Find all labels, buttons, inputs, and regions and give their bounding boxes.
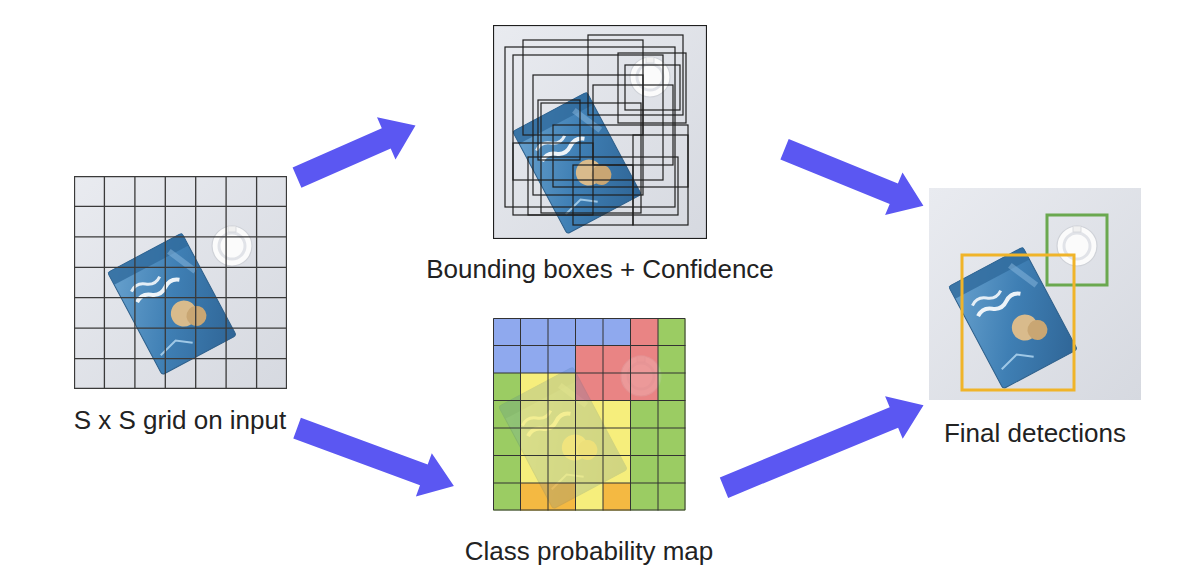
image-panel: Bounding boxes + Confidence — [421, 25, 779, 288]
caption-row: Class probability map — [460, 536, 719, 566]
panel-caption: Bounding boxes + Confidence — [426, 254, 774, 284]
panel-caption: Final detections — [944, 418, 1126, 448]
caption-row: Final detections — [929, 418, 1141, 448]
caption-row: Bounding boxes + Confidence — [421, 254, 779, 284]
flow-arrow — [780, 139, 923, 215]
grid-input-image — [74, 176, 287, 389]
image-panel: Class probability map — [460, 318, 719, 570]
flow-arrow — [293, 418, 454, 497]
caption-row: S x S grid on input — [69, 405, 292, 435]
panel-caption: S x S grid on input — [74, 405, 286, 435]
final-detections-image — [929, 188, 1141, 400]
image-panel: S x S grid on input — [69, 176, 292, 439]
panel-caption: Class probability map — [465, 536, 714, 566]
flow-arrow — [293, 117, 416, 187]
flow-arrow — [720, 396, 924, 498]
class-probability-map — [493, 318, 686, 511]
image-panel: Final detections — [929, 188, 1141, 452]
bounding-boxes-image — [493, 25, 707, 239]
